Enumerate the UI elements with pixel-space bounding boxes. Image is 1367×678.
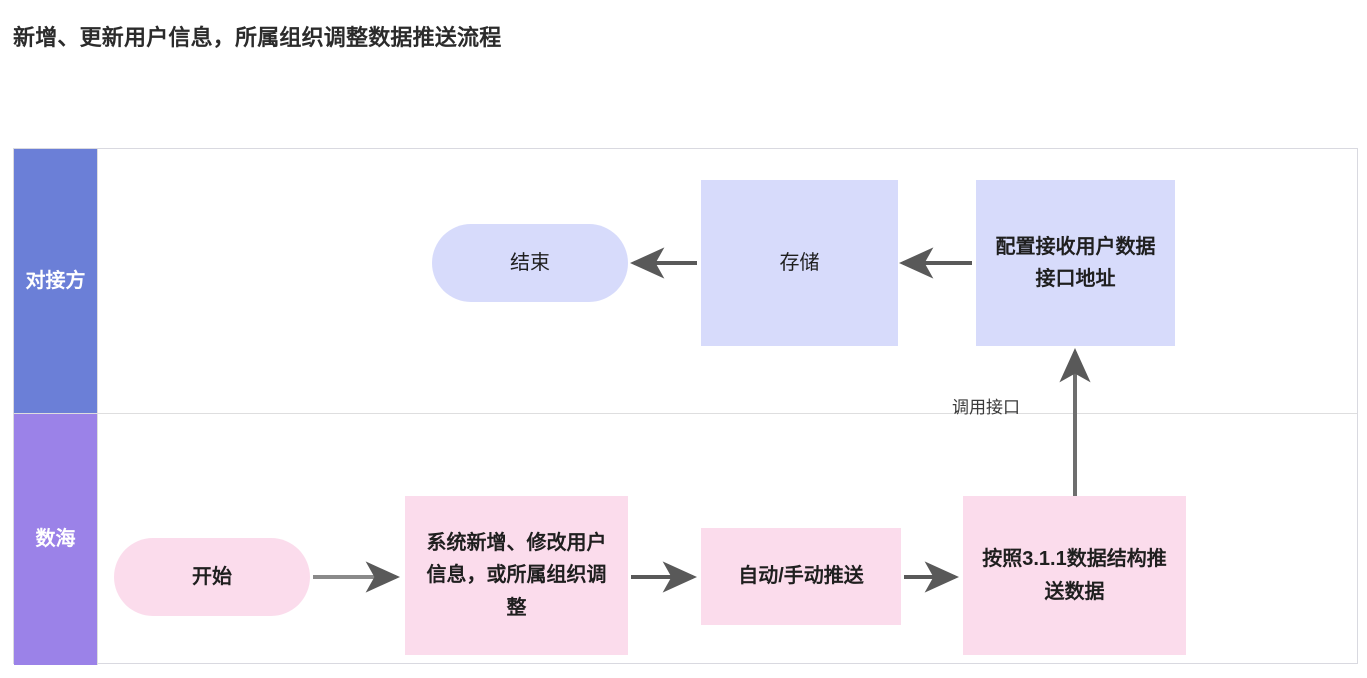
swimlane-bottom: 数海 [14, 413, 1357, 665]
edge-label-call-api: 调用接口 [952, 398, 1020, 417]
node-push-mode[interactable]: 自动/手动推送 [701, 528, 901, 625]
swimlane-body-counterparty [97, 149, 1357, 413]
swimlane-header-shuhai: 数海 [14, 414, 97, 665]
swimlane-body-shuhai [97, 414, 1357, 665]
node-push-data[interactable]: 按照3.1.1数据结构推送数据 [963, 496, 1186, 655]
node-start[interactable]: 开始 [114, 538, 310, 616]
node-change-user[interactable]: 系统新增、修改用户信息，或所属组织调整 [405, 496, 628, 655]
swimlane-header-counterparty: 对接方 [14, 149, 97, 413]
node-end[interactable]: 结束 [432, 224, 628, 302]
node-config-api[interactable]: 配置接收用户数据接口地址 [976, 180, 1175, 346]
node-store[interactable]: 存储 [701, 180, 898, 346]
swimlane-top: 对接方 [14, 149, 1357, 413]
page-title: 新增、更新用户信息，所属组织调整数据推送流程 [13, 25, 502, 50]
